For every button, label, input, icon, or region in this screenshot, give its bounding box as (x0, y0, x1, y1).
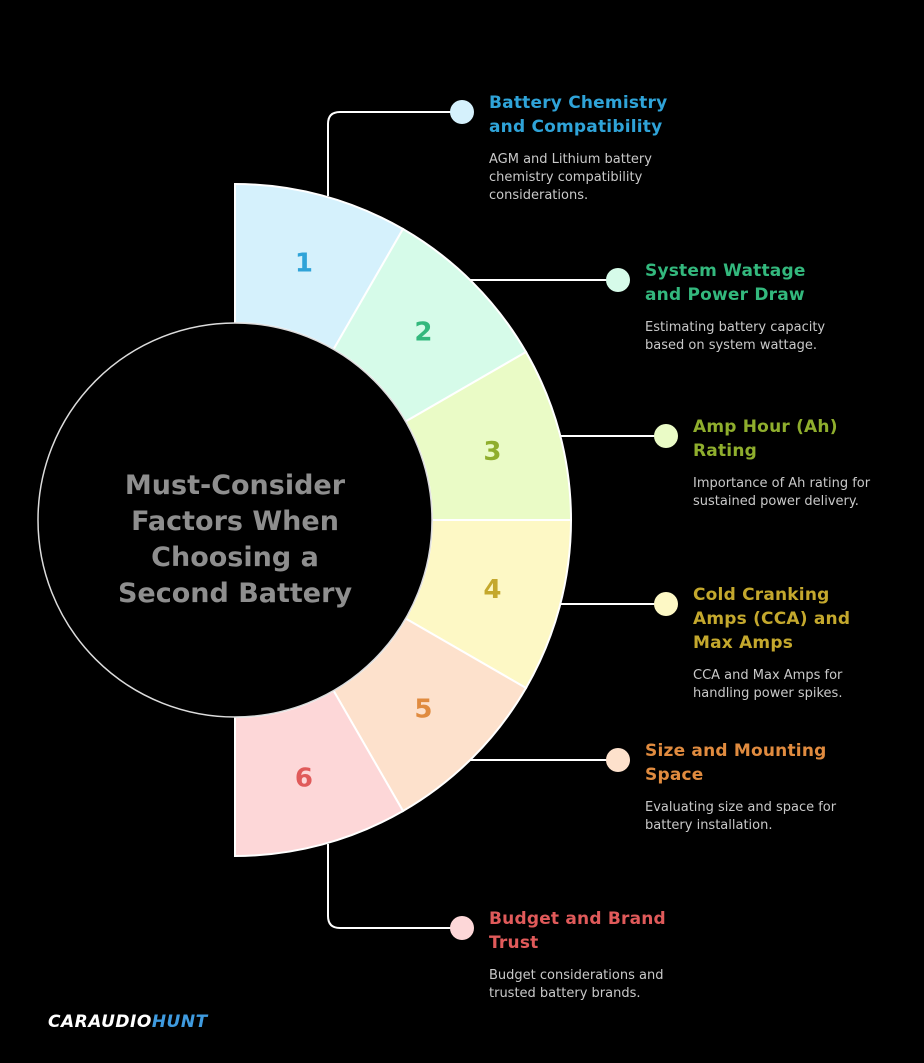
factor-6: Budget and Brand Trust Budget considerat… (489, 907, 729, 1003)
factor-description: Budget considerations and trusted batter… (489, 968, 664, 1001)
connector-dot-1 (450, 100, 474, 124)
factor-description: Importance of Ah rating for sustained po… (693, 476, 871, 509)
connector-dot-3 (654, 424, 678, 448)
segment-number-2: 2 (414, 318, 432, 348)
segment-number-5: 5 (414, 694, 432, 724)
factor-title: System Wattage and Power Draw (645, 261, 806, 305)
connector-line-6 (327, 844, 462, 929)
factor-1: Battery Chemistry and Compatibility AGM … (489, 91, 729, 205)
center-circle (37, 322, 433, 718)
segment-number-4: 4 (483, 575, 501, 605)
brand-logo-part: CARAUDIO (48, 1012, 152, 1032)
center-title-line: Factors When (131, 506, 339, 537)
center-title-line: Must-Consider (124, 470, 346, 501)
connector-dot-2 (606, 268, 630, 292)
factor-title: Budget and Brand Trust (489, 909, 666, 953)
connector-line-1 (327, 111, 462, 196)
center-title-line: Choosing a (151, 542, 319, 573)
factor-5: Size and Mounting Space Evaluating size … (645, 739, 885, 835)
connector-dot-5 (606, 748, 630, 772)
factor-4: Cold Cranking Amps (CCA) and Max Amps CC… (693, 583, 924, 703)
factor-title: Amp Hour (Ah) Rating (693, 417, 838, 461)
factor-title: Battery Chemistry and Compatibility (489, 93, 668, 137)
factor-description: AGM and Lithium battery chemistry compat… (489, 152, 652, 203)
segment-number-6: 6 (295, 763, 313, 793)
brand-logo-part: HUNT (151, 1012, 208, 1032)
factor-description: CCA and Max Amps for handling power spik… (693, 668, 843, 701)
connector-dot-4 (654, 592, 678, 616)
factor-title: Size and Mounting Space (645, 741, 827, 785)
factor-2: System Wattage and Power Draw Estimating… (645, 259, 885, 355)
segment-number-3: 3 (483, 437, 501, 467)
connector-dot-6 (450, 916, 474, 940)
factor-description: Evaluating size and space for battery in… (645, 800, 837, 833)
segment-number-1: 1 (295, 249, 313, 279)
brand-logo: CARAUDIOHUNT (48, 1012, 208, 1032)
center-title: Must-Consider Factors When Choosing a Se… (85, 468, 385, 612)
center-title-line: Second Battery (117, 578, 353, 609)
factor-description: Estimating battery capacity based on sys… (645, 320, 826, 353)
factor-title: Cold Cranking Amps (CCA) and Max Amps (693, 585, 851, 653)
factor-3: Amp Hour (Ah) Rating Importance of Ah ra… (693, 415, 924, 511)
